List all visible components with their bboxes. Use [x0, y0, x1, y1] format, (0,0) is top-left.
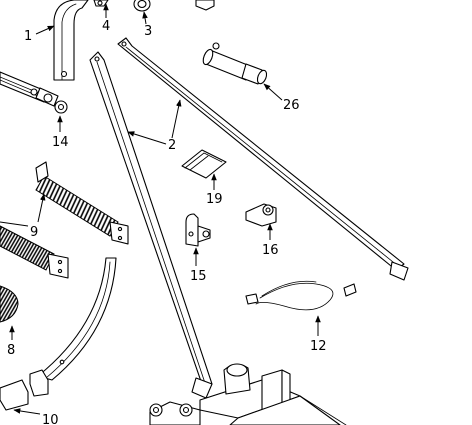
callout-16: 16	[262, 243, 279, 258]
clevis-bracket	[185, 213, 211, 247]
brace-bar-left	[89, 51, 213, 399]
callout-14: 14	[52, 135, 69, 150]
callout-4: 4	[102, 19, 110, 34]
callout-3: 3	[144, 24, 152, 39]
callout-10: 10	[42, 413, 59, 425]
mount-bracket	[245, 203, 277, 227]
callout-8: 8	[7, 343, 15, 358]
upright-post	[53, 0, 89, 81]
leader-3	[142, 11, 148, 25]
callout-labels: 1 2 3 4 8 9 10 12 14 15 16 19 26	[7, 19, 327, 425]
leader-2a	[127, 131, 167, 145]
brace-bar-right	[117, 37, 409, 281]
leader-9a	[37, 193, 46, 223]
leader-26	[263, 83, 283, 101]
callout-9: 9	[30, 225, 38, 240]
decal-sheet	[181, 149, 227, 179]
callout-19: 19	[206, 192, 223, 207]
callout-1: 1	[24, 29, 32, 44]
leader-2b	[171, 99, 182, 139]
main-frame	[149, 363, 347, 425]
spring-upper	[35, 161, 129, 245]
nut-hardware	[133, 0, 151, 12]
hitch-pin	[202, 42, 268, 85]
hydraulic-hose	[245, 280, 357, 311]
leader-1	[35, 25, 55, 35]
callout-2: 2	[168, 138, 176, 153]
leader-10	[13, 408, 41, 415]
curved-arm	[0, 257, 117, 411]
bracket-fragment	[195, 0, 215, 11]
spring-end	[0, 285, 19, 323]
hydraulic-cylinder	[0, 71, 68, 114]
spring-lower	[0, 225, 69, 279]
callout-15: 15	[190, 269, 207, 284]
leader-9b	[0, 221, 29, 227]
callout-26: 26	[283, 98, 300, 113]
callout-12: 12	[310, 339, 327, 354]
leader-lines	[0, 3, 321, 415]
